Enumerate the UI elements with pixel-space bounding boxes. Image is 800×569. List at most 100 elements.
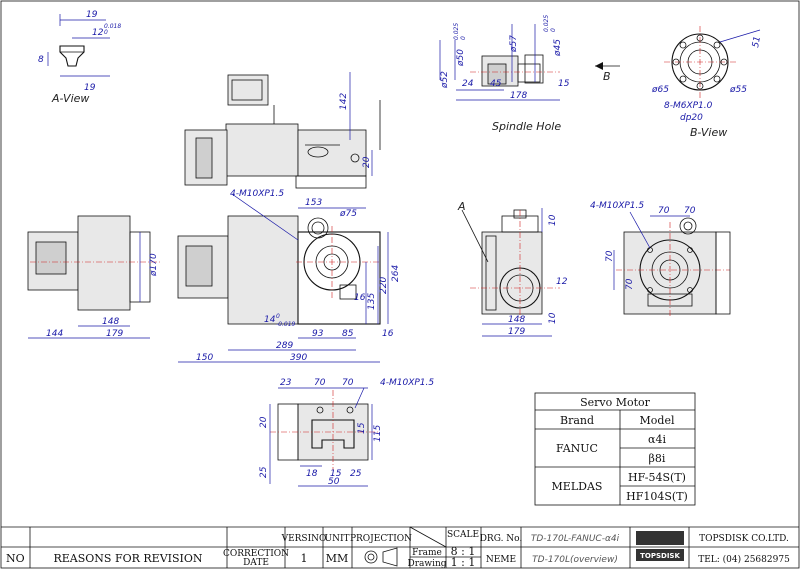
top-side-view: 142 20 [184, 72, 381, 189]
dim-bottom-20: 20 [259, 416, 269, 428]
a-view-profile [59, 45, 85, 67]
dim-bottom-25: 25 [350, 469, 362, 479]
dim-bottom-70-left: 70 [314, 378, 326, 388]
left-side-view: ø170 148 179 144 [27, 215, 162, 339]
dim-right-179: 179 [508, 327, 525, 337]
tb-frame-label: Frame [412, 548, 442, 558]
projection-symbol [364, 547, 398, 567]
right-side-view: A 10 12 10 148 179 [457, 200, 568, 337]
dim-right-10-bottom: 10 [548, 312, 558, 324]
dim-top-20: 20 [362, 156, 372, 168]
dim-front-289: 289 [276, 341, 293, 351]
b-view-label: B-View [690, 126, 727, 139]
dim-right-10-top: 10 [548, 214, 558, 226]
spindle-hole-view: ø52 ø50 0.025 0 ø57 ø45 0.025 0 24 45 17… [439, 15, 620, 133]
servo-brand-meldas: MELDAS [552, 480, 603, 493]
tb-name-label: NEME [486, 555, 516, 565]
dim-b-m6: 8-M6XP1.0 [664, 101, 713, 111]
dim-top-142: 142 [339, 93, 349, 110]
tb-date: DATE [243, 558, 269, 568]
dim-right-148: 148 [508, 315, 525, 325]
dim-b-55: ø55 [729, 85, 747, 95]
dim-b-dp20: dp20 [680, 113, 703, 123]
a-view: 19 12 0.018 0 8 19 A-View [38, 10, 121, 105]
dim-front-390: 390 [290, 353, 307, 363]
dim-sp-50-tol-up: 0.025 [453, 23, 460, 40]
servo-model-a4i: α4i [648, 433, 666, 446]
dim-bottom-m10: 4-M10XP1.5 [380, 378, 434, 388]
dim-sp-45-tol-up: 0.025 [543, 15, 550, 32]
dim-left-179: 179 [106, 329, 123, 339]
title-block: NO REASONS FOR REVISION CORRECTION DATE … [1, 526, 799, 569]
tb-no: NO [6, 552, 25, 565]
b-view: 51 ø65 ø55 8-M6XP1.0 dp20 B-View [651, 26, 763, 139]
bottom-view: 23 70 70 4-M10XP1.5 20 15 115 25 18 15 2… [259, 378, 434, 487]
tb-version: 1 [301, 552, 308, 565]
tb-company: TOPSDISK CO.LTD. [699, 534, 789, 544]
servo-model-b8i: β8i [649, 452, 666, 465]
dim-sp-24: 24 [462, 79, 474, 89]
dim-a-8: 8 [38, 55, 44, 65]
servo-brand-fanuc: FANUC [556, 442, 598, 455]
spindle-hole-label: Spindle Hole [492, 120, 561, 133]
dim-bottom-18: 18 [306, 469, 318, 479]
tb-scale-label: SCALE [447, 530, 479, 540]
dim-a-12-tol-up: 0.018 [104, 23, 121, 30]
dim-sp-45-len: 45 [490, 79, 502, 89]
dim-a-19-bottom: 19 [84, 83, 96, 93]
servo-col-model: Model [640, 414, 675, 427]
dim-front-85: 85 [342, 329, 354, 339]
dim-left-144: 144 [46, 329, 63, 339]
company-logo: TOPSDISK [636, 531, 684, 561]
dim-b-65: ø65 [651, 85, 669, 95]
dim-sp-57: ø57 [509, 35, 519, 53]
dim-sp-45: ø45 [553, 39, 563, 57]
right-front-view: 4-M10XP1.5 70 70 70 70 [590, 201, 731, 318]
b-direction-arrow [595, 62, 603, 70]
dim-left-148: 148 [102, 317, 119, 327]
tb-unit-label: UNIT [324, 534, 349, 544]
dim-sp-45-tol-low: 0 [550, 28, 557, 32]
tb-version-label: VERSINO [281, 534, 327, 544]
servo-model-hf104: HF104S(T) [626, 490, 688, 503]
dim-rf-70-left-upper: 70 [605, 250, 615, 262]
dim-right-12: 12 [556, 277, 568, 287]
dim-sp-178: 178 [510, 91, 527, 101]
dim-front-150: 150 [196, 353, 213, 363]
dim-front-m10: 4-M10XP1.5 [230, 189, 284, 199]
dim-a-12: 12 [92, 28, 104, 38]
dim-a-12-tol-low: 0 [104, 29, 108, 36]
dim-left-170: ø170 [149, 253, 159, 277]
dim-front-93: 93 [312, 329, 324, 339]
dim-front-14-tol-low: -0.019 [276, 321, 296, 328]
dim-sp-50-tol-low: 0 [460, 36, 467, 40]
dim-front-264: 264 [391, 265, 401, 282]
tb-tel: TEL: (04) 25682975 [698, 554, 790, 565]
front-view: 4-M10XP1.5 153 ø75 264 220 135 16 14 0 -… [177, 189, 401, 363]
tb-correction: CORRECTION [223, 549, 289, 559]
dim-bottom-15-right: 15 [357, 422, 367, 434]
tb-projection-label: PROJECTION [350, 534, 412, 544]
tb-drawing-scale: 1 : 1 [451, 556, 476, 569]
dim-bottom-23: 23 [280, 378, 292, 388]
tb-unit: MM [326, 552, 349, 565]
dim-front-75: ø75 [339, 209, 357, 219]
dim-bottom-70-right: 70 [342, 378, 354, 388]
servo-col-brand: Brand [560, 414, 594, 427]
dim-front-16: 16 [382, 329, 394, 339]
tb-drawing-label: Drawing [407, 559, 446, 569]
tb-name: TD-170L(overview) [532, 555, 618, 565]
dim-front-220: 220 [379, 277, 389, 294]
dim-sp-50: ø50 [456, 49, 466, 67]
dim-sp-52: ø52 [440, 71, 450, 89]
servo-table-title: Servo Motor [580, 396, 651, 409]
dim-rf-70-top-left: 70 [658, 206, 670, 216]
dim-front-153: 153 [305, 198, 322, 208]
dim-rf-70-left-lower: 70 [625, 278, 635, 290]
dim-bottom-15: 15 [330, 469, 342, 479]
servo-motor-table: Servo Motor Brand Model FANUC α4i β8i ME… [534, 392, 696, 506]
tb-reasons: REASONS FOR REVISION [53, 552, 202, 565]
dim-rf-70-top-right: 70 [684, 206, 696, 216]
